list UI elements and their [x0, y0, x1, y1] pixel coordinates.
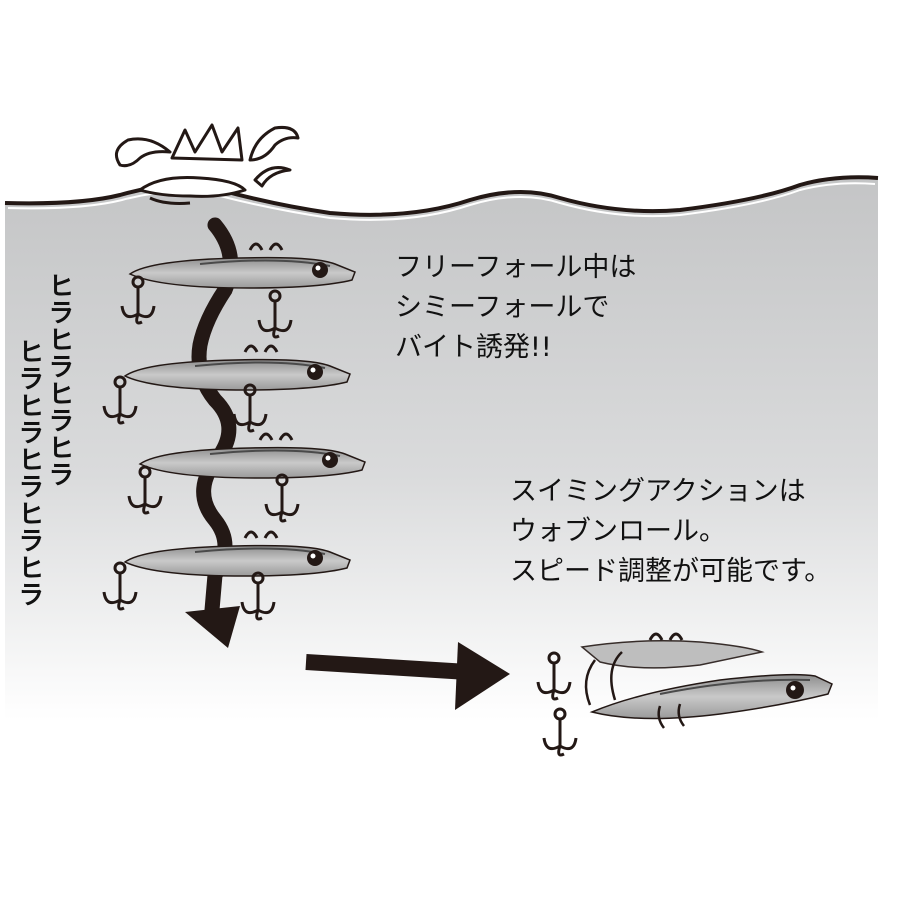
free-fall-callout: フリーフォール中は シミーフォールで バイト誘発!!	[395, 248, 695, 368]
free-fall-line-2: シミーフォールで	[395, 292, 610, 323]
swimming-callout: スイミングアクションは ウォブンロール。 スピード調整が可能です。	[510, 472, 895, 592]
onomatopoeia-column-1: ヒラヒラヒラヒラ	[44, 272, 74, 488]
wavy-fall-arrow-icon	[185, 217, 240, 648]
onomatopoeia-column-2: ヒラヒラヒラヒラヒラ	[14, 338, 44, 608]
free-fall-line-3: バイト誘発!!	[395, 332, 552, 363]
swimming-line-3: スピード調整が可能です。	[510, 556, 832, 587]
swimming-line-1: スイミングアクションは	[510, 476, 806, 507]
right-arrow-icon	[305, 642, 510, 710]
swimming-lure-ghost	[536, 632, 765, 706]
splash-icon	[114, 123, 300, 205]
water-body	[5, 177, 878, 721]
swimming-lure-main	[542, 673, 833, 757]
swimming-line-2: ウォブンロール。	[510, 516, 726, 547]
free-fall-line-1: フリーフォール中は	[395, 252, 637, 283]
